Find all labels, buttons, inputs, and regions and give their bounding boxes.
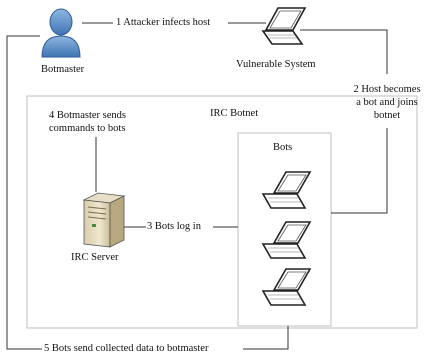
edge-step5-right bbox=[243, 326, 289, 350]
step2-label-line3: botnet bbox=[373, 110, 401, 121]
step2-label-line2: a bot and joins bbox=[356, 97, 418, 108]
edge-step5-left bbox=[6, 35, 42, 350]
step2-label-line1: 2 Host becomes bbox=[353, 84, 421, 95]
irc-botnet-label: IRC Botnet bbox=[210, 108, 259, 119]
botmaster-label: Botmaster bbox=[41, 64, 85, 75]
bot-laptop-icon-1 bbox=[261, 171, 312, 209]
edge-step2-lower bbox=[331, 128, 388, 214]
step1-label: 1 Attacker infects host bbox=[116, 17, 211, 28]
vulnerable-system-laptop-icon bbox=[261, 7, 307, 45]
vulnerable-system-label: Vulnerable System bbox=[236, 59, 316, 70]
edge-step2 bbox=[300, 29, 388, 74]
bot-laptop-icon-2 bbox=[261, 221, 312, 259]
bots-label: Bots bbox=[273, 142, 293, 153]
step5-label: 5 Bots send collected data to botmaster bbox=[44, 343, 209, 354]
bots-box bbox=[237, 132, 332, 327]
irc-server-tower-icon bbox=[82, 192, 126, 248]
step4-label-line2: commands to bots bbox=[49, 123, 126, 134]
botmaster-person-icon bbox=[41, 8, 81, 58]
step3-label: 3 Bots log in bbox=[147, 221, 201, 232]
bot-laptop-icon-3 bbox=[261, 268, 312, 306]
irc-server-label: IRC Server bbox=[71, 252, 119, 263]
step4-label-line1: 4 Botmaster sends bbox=[49, 110, 126, 121]
irc-botnet-box bbox=[26, 95, 418, 329]
